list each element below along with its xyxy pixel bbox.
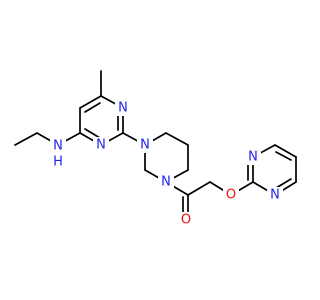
label-bg-right-n1 xyxy=(245,149,261,165)
bond-pip-2 xyxy=(165,132,189,146)
label-bg-n3 xyxy=(93,137,109,153)
label-bg-pip-bottom xyxy=(158,174,174,190)
bond-ch2-ch3 xyxy=(14,132,38,146)
atom-right-pyrimidine-n1: N xyxy=(248,150,258,165)
atom-piperazine-n-bottom: N xyxy=(161,175,171,190)
bond-r-c4-c5 xyxy=(274,144,297,158)
bond-n3-c4-double xyxy=(84,128,101,139)
label-bg-pip-top xyxy=(137,137,153,153)
label-bg-n1 xyxy=(115,100,131,116)
label-bg-carbonyl-o xyxy=(178,212,194,228)
atom-piperazine-n-top: N xyxy=(140,138,150,153)
atom-pyrimidine-n1: N xyxy=(118,101,128,116)
label-bg-nh xyxy=(50,138,66,154)
bond-carbonyl-ch2 xyxy=(187,181,211,196)
bond-c6-c5-double xyxy=(84,102,101,113)
label-bg-right-n3 xyxy=(267,187,283,203)
atom-ether-o: O xyxy=(226,188,236,203)
atom-nh: N xyxy=(53,139,63,154)
molecule-structure-diagram: N H N N N N O O N N xyxy=(14,70,297,228)
atom-nh-h: H xyxy=(53,155,63,170)
atom-labels: N H N N N N O O N N xyxy=(50,100,283,228)
atom-carbonyl-o: O xyxy=(181,213,191,228)
bond-r-c6-n1-double xyxy=(275,178,292,189)
label-bg-ether-o xyxy=(223,187,239,203)
label-bg-nh-h xyxy=(50,154,66,170)
bond-c6-c5 xyxy=(79,95,102,109)
bond-r-c4-c5-double xyxy=(275,151,292,161)
atom-right-pyrimidine-n3: N xyxy=(270,188,280,203)
atom-pyrimidine-n3: N xyxy=(96,138,106,153)
